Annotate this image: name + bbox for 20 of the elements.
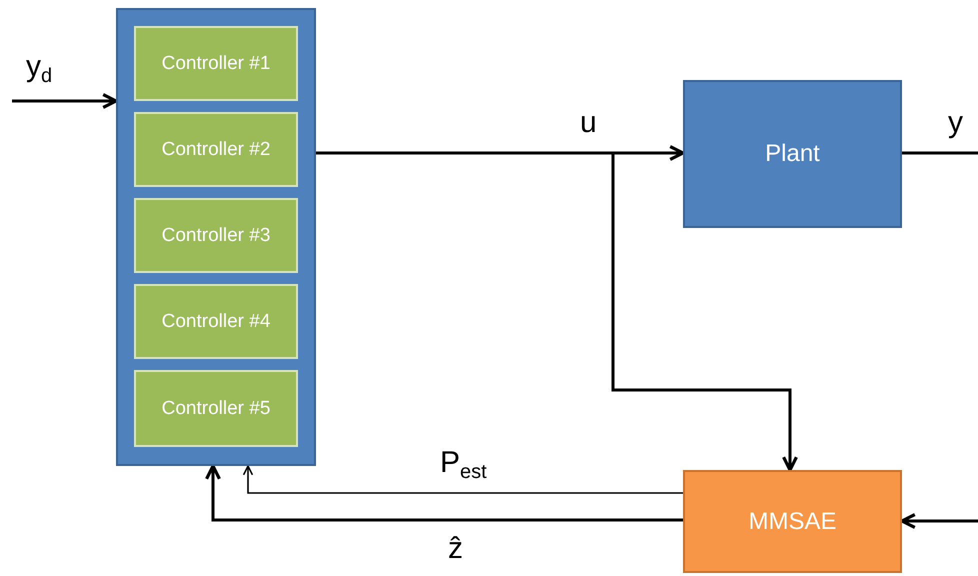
controller-bank-panel xyxy=(116,8,316,466)
node-label: MMSAE xyxy=(748,508,836,536)
node-label: Controller #4 xyxy=(162,310,270,332)
controller-box xyxy=(134,284,298,359)
arrow xyxy=(242,465,683,494)
node-label: Plant xyxy=(765,140,820,168)
arrow xyxy=(205,464,683,522)
controller-box xyxy=(134,26,298,101)
controller-box xyxy=(134,198,298,273)
node-label: Controller #2 xyxy=(162,138,270,160)
arrow xyxy=(900,513,978,529)
estimator-box xyxy=(683,470,902,573)
node-label: Controller #1 xyxy=(162,52,270,74)
signal-line xyxy=(902,152,978,154)
node-label: Controller #3 xyxy=(162,224,270,246)
controller-box xyxy=(134,112,298,187)
node-label: Controller #5 xyxy=(162,398,270,420)
plant-box xyxy=(683,80,902,228)
arrow xyxy=(12,93,118,109)
controller-box xyxy=(134,370,298,447)
